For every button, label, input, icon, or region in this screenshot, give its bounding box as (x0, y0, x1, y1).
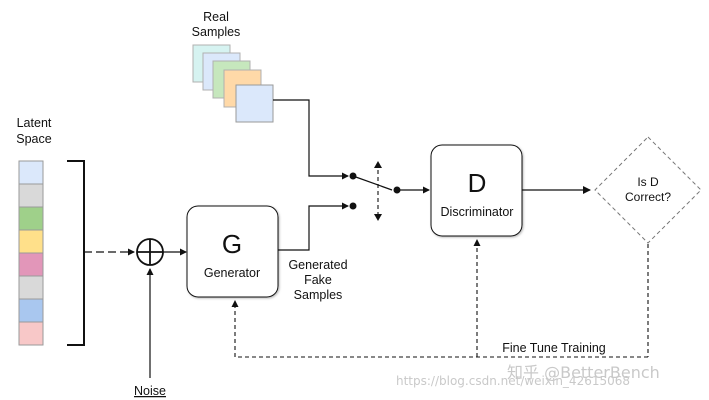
latent-cell (18, 321, 44, 346)
real-samples-line (273, 99, 349, 180)
sample-card (235, 84, 274, 123)
latent-vector (18, 160, 44, 346)
adder-icon (136, 238, 164, 266)
generated-samples-line (278, 202, 349, 251)
switch-icon (349, 161, 401, 221)
noise-label: Noise (134, 384, 166, 398)
generator-box: G Generator (186, 205, 279, 298)
latent-space-label-line1: Latent (17, 116, 52, 130)
latent-cell (18, 160, 44, 185)
latent-cell (18, 298, 44, 323)
real-samples-label-line2: Samples (192, 25, 241, 39)
latent-cell (18, 183, 44, 208)
generator-letter: G (222, 229, 242, 259)
real-samples-label-line1: Real (203, 10, 229, 24)
latent-space-label-line2: Space (16, 132, 51, 146)
generated-samples-label-line3: Samples (294, 288, 343, 302)
generated-samples-label-line2: Fake (304, 273, 332, 287)
latent-bracket (67, 160, 85, 346)
latent-cell (18, 206, 44, 231)
generator-label: Generator (204, 266, 260, 280)
decision-diamond: Is D Correct? (594, 136, 702, 244)
discriminator-letter: D (468, 168, 487, 198)
feedback-label: Fine Tune Training (502, 341, 606, 355)
latent-cell (18, 252, 44, 277)
discriminator-box: D Discriminator (430, 144, 523, 237)
real-samples-stack (192, 44, 274, 123)
decision-label-line1: Is D (637, 175, 659, 189)
latent-cell (18, 275, 44, 300)
watermark-url: https://blog.csdn.net/weixin_42615068 (396, 374, 630, 388)
watermark-text: 知乎 @BetterBench (507, 363, 660, 382)
latent-cell (18, 229, 44, 254)
discriminator-label: Discriminator (441, 205, 514, 219)
generated-samples-label-line1: Generated (288, 258, 347, 272)
feedback-loop (231, 239, 649, 358)
decision-label-line2: Correct? (625, 190, 671, 204)
